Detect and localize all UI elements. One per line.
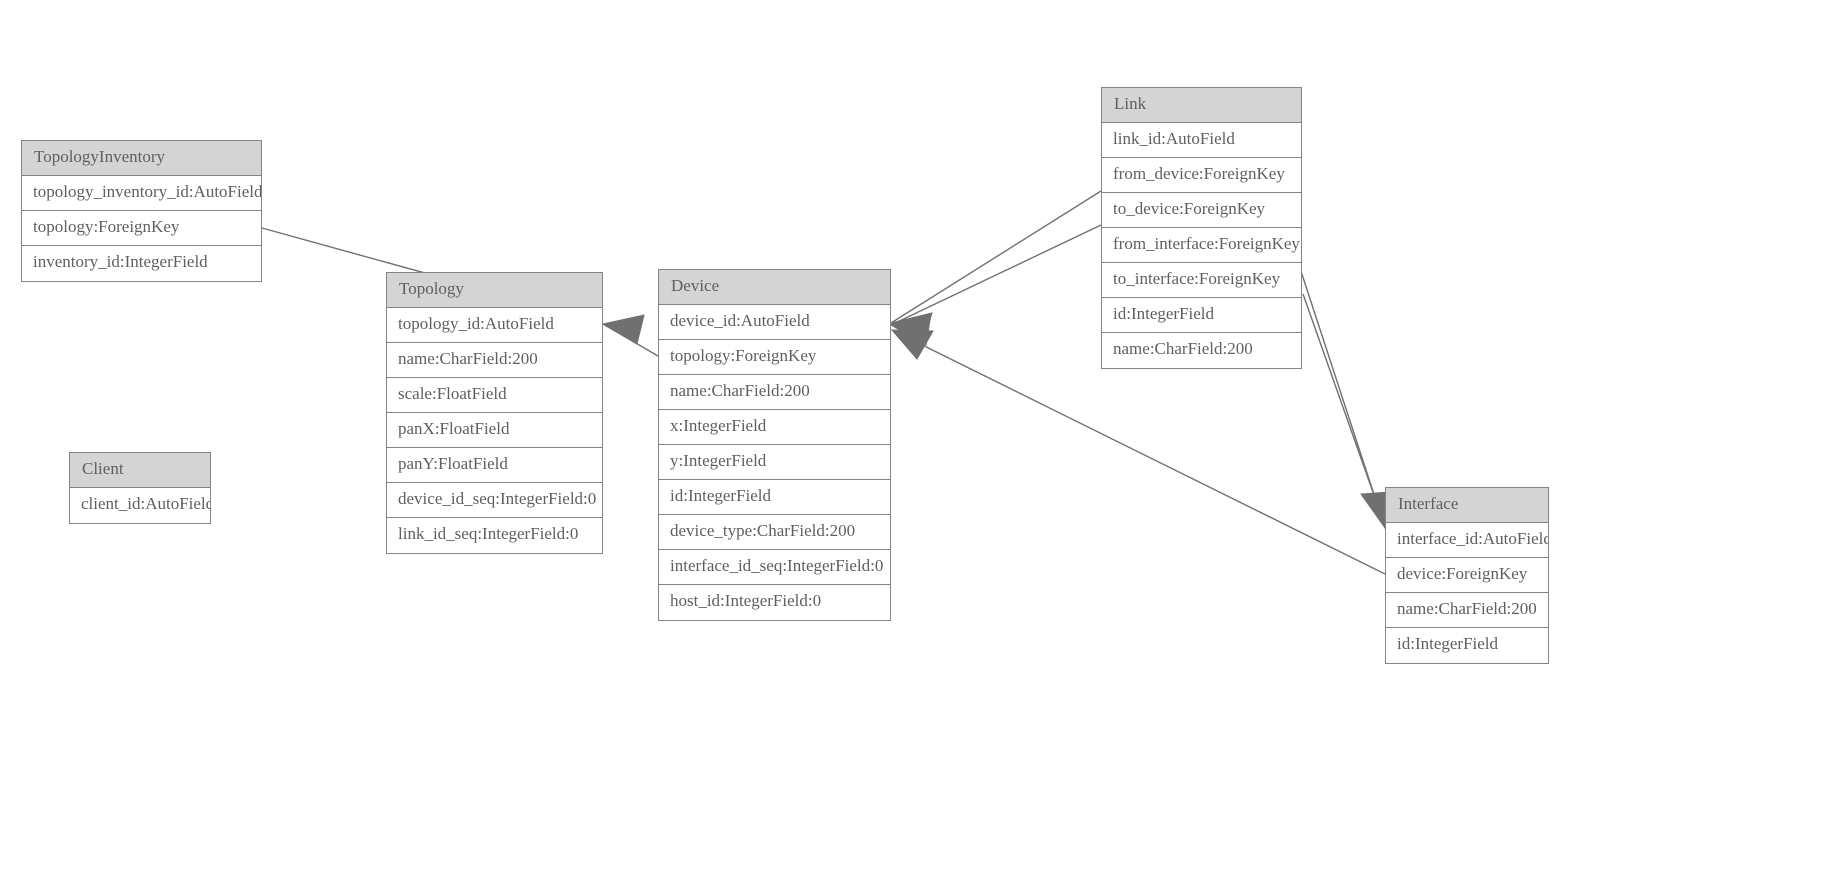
arrowhead-icon xyxy=(601,314,645,345)
entity-field-row: topology_inventory_id:AutoField xyxy=(22,176,261,211)
entity-field-row: scale:FloatField xyxy=(387,378,602,413)
entity-field-row: name:CharField:200 xyxy=(1113,339,1253,358)
entity-title-interface: Interface xyxy=(1386,488,1548,523)
entity-field-row: panX:FloatField xyxy=(387,413,602,448)
entity-field-row: id:IntegerField xyxy=(1397,634,1499,653)
entity-field-row: topology_id:AutoField xyxy=(387,308,602,343)
entity-title-client: Client xyxy=(70,453,210,488)
entity-field-row: client_id:AutoField xyxy=(81,494,210,513)
entity-field-row: interface_id:AutoField xyxy=(1386,523,1548,558)
relationship-line xyxy=(890,190,1102,324)
relationship-line xyxy=(890,224,1102,326)
entity-field-row: id:IntegerField xyxy=(1102,298,1301,333)
entity-title-topologyinventory: TopologyInventory xyxy=(22,141,261,176)
entity-field-row: host_id:IntegerField:0 xyxy=(670,591,822,610)
entity-title-topology: Topology xyxy=(387,273,602,308)
arrowhead-icon xyxy=(890,329,934,360)
entity-field-row: link_id:AutoField xyxy=(1102,123,1301,158)
entity-title-device: Device xyxy=(659,270,890,305)
entity-field-row: panY:FloatField xyxy=(387,448,602,483)
entity-field-row: x:IntegerField xyxy=(659,410,890,445)
relationship-line xyxy=(891,329,1386,575)
relationship-line xyxy=(1302,293,1387,530)
entity-field-row: id:IntegerField xyxy=(659,480,890,515)
entity-field-row: inventory_id:IntegerField xyxy=(33,252,208,271)
entity-field-row: to_device:ForeignKey xyxy=(1102,193,1301,228)
entity-field-row: y:IntegerField xyxy=(659,445,890,480)
entity-field-row: device_type:CharField:200 xyxy=(659,515,890,550)
entity-title-link: Link xyxy=(1102,88,1301,123)
relationship-rel-device-topology xyxy=(601,314,659,357)
relationship-rel-interface-device xyxy=(890,329,1386,575)
relationship-rel-link-to-device xyxy=(889,224,1102,346)
entity-field-row: topology:ForeignKey xyxy=(659,340,890,375)
relationship-rel-link-from-interface xyxy=(1296,258,1390,530)
entity-field-row: device_id:AutoField xyxy=(659,305,890,340)
entity-field-row: topology:ForeignKey xyxy=(22,211,261,246)
entity-box-client[interactable]: Client client_id:AutoField xyxy=(69,452,211,524)
entity-field-row: name:CharField:200 xyxy=(387,343,602,378)
entity-field-row: link_id_seq:IntegerField:0 xyxy=(398,524,579,543)
entity-field-row: from_interface:ForeignKey xyxy=(1102,228,1301,263)
entity-field-row: to_interface:ForeignKey xyxy=(1102,263,1301,298)
entity-field-row: from_device:ForeignKey xyxy=(1102,158,1301,193)
entity-field-row: interface_id_seq:IntegerField:0 xyxy=(659,550,890,585)
entity-field-row: name:CharField:200 xyxy=(659,375,890,410)
entity-field-row: device:ForeignKey xyxy=(1386,558,1548,593)
entity-field-row: device_id_seq:IntegerField:0 xyxy=(387,483,602,518)
entity-field-row: name:CharField:200 xyxy=(1386,593,1548,628)
